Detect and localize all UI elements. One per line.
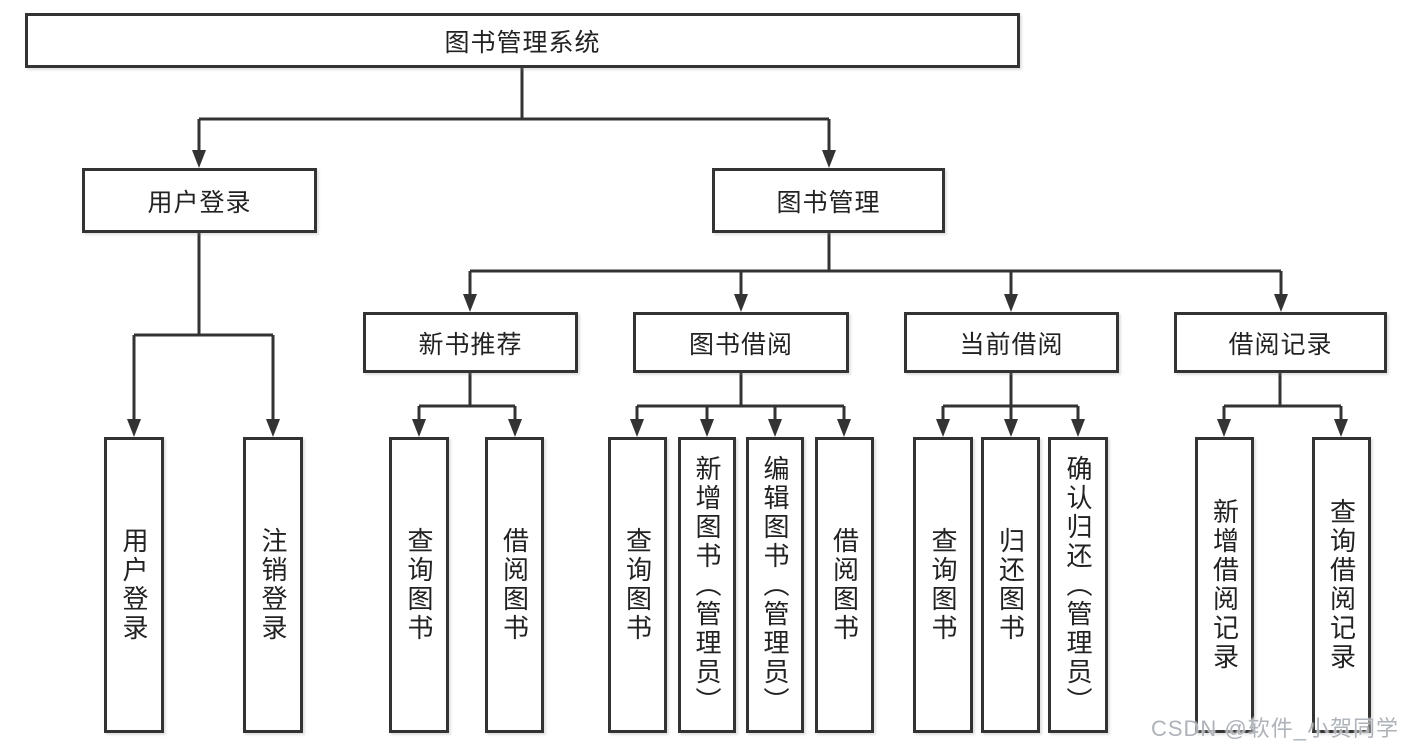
leaf-add-book-admin-label: 新增图书（管理员） (692, 454, 722, 716)
node-user-login-label: 用户登录 (147, 188, 252, 217)
node-current-borrow: 当前借阅 (904, 312, 1119, 373)
connector-book-management-children (463, 233, 1288, 312)
watermark: CSDN @软件_小贺同学 (1150, 716, 1399, 741)
leaf-return-books-label: 归还图书 (995, 527, 1026, 643)
node-borrow-records: 借阅记录 (1174, 312, 1387, 373)
node-root-label: 图书管理系统 (444, 28, 601, 57)
leaf-logout: 注销登录 (243, 437, 303, 733)
leaf-add-book-admin: 新增图书（管理员） (678, 437, 736, 733)
node-current-borrow-label: 当前借阅 (959, 330, 1064, 359)
leaf-query-books-current: 查询图书 (913, 437, 973, 733)
leaf-query-books-borrow: 查询图书 (608, 437, 667, 733)
node-book-management-label: 图书管理 (776, 188, 881, 217)
node-root: 图书管理系统 (25, 13, 1020, 68)
leaf-query-borrow-record-label: 查询借阅记录 (1326, 498, 1357, 672)
node-new-book-recommend: 新书推荐 (363, 312, 578, 373)
connector-root-to-level2 (192, 68, 836, 168)
leaf-borrow-books-label: 借阅图书 (829, 527, 860, 643)
node-user-login: 用户登录 (82, 168, 317, 233)
connector-user-login-children (127, 233, 280, 437)
connector-borrow-records-children (1217, 373, 1348, 437)
leaf-user-login-label: 用户登录 (119, 527, 149, 643)
leaf-borrow-books: 借阅图书 (815, 437, 874, 733)
leaf-query-books-recommend: 查询图书 (389, 437, 449, 733)
leaf-logout-label: 注销登录 (258, 527, 288, 643)
connector-new-book-recommend-children (412, 373, 522, 437)
leaf-add-borrow-record: 新增借阅记录 (1195, 437, 1254, 733)
leaf-query-books-recommend-label: 查询图书 (404, 527, 434, 643)
leaf-edit-book-admin: 编辑图书（管理员） (746, 437, 804, 733)
leaf-user-login: 用户登录 (104, 437, 164, 733)
connector-book-borrow-children (630, 373, 851, 437)
leaf-confirm-return-admin: 确认归还（管理员） (1048, 437, 1108, 733)
node-book-borrow: 图书借阅 (633, 312, 849, 373)
node-book-borrow-label: 图书借阅 (688, 330, 793, 359)
node-borrow-records-label: 借阅记录 (1228, 330, 1333, 359)
leaf-confirm-return-admin-label: 确认归还（管理员） (1063, 454, 1093, 716)
leaf-edit-book-admin-label: 编辑图书（管理员） (760, 454, 790, 716)
leaf-return-books: 归还图书 (981, 437, 1040, 733)
leaf-borrow-books-recommend: 借阅图书 (485, 437, 544, 733)
node-new-book-recommend-label: 新书推荐 (418, 330, 523, 359)
node-book-management: 图书管理 (712, 168, 945, 233)
leaf-query-borrow-record: 查询借阅记录 (1312, 437, 1371, 733)
connector-current-borrow-children (936, 373, 1085, 437)
leaf-borrow-books-recommend-label: 借阅图书 (499, 527, 530, 643)
leaf-add-borrow-record-label: 新增借阅记录 (1209, 498, 1240, 672)
leaf-query-books-borrow-label: 查询图书 (622, 527, 653, 643)
leaf-query-books-current-label: 查询图书 (928, 527, 958, 643)
